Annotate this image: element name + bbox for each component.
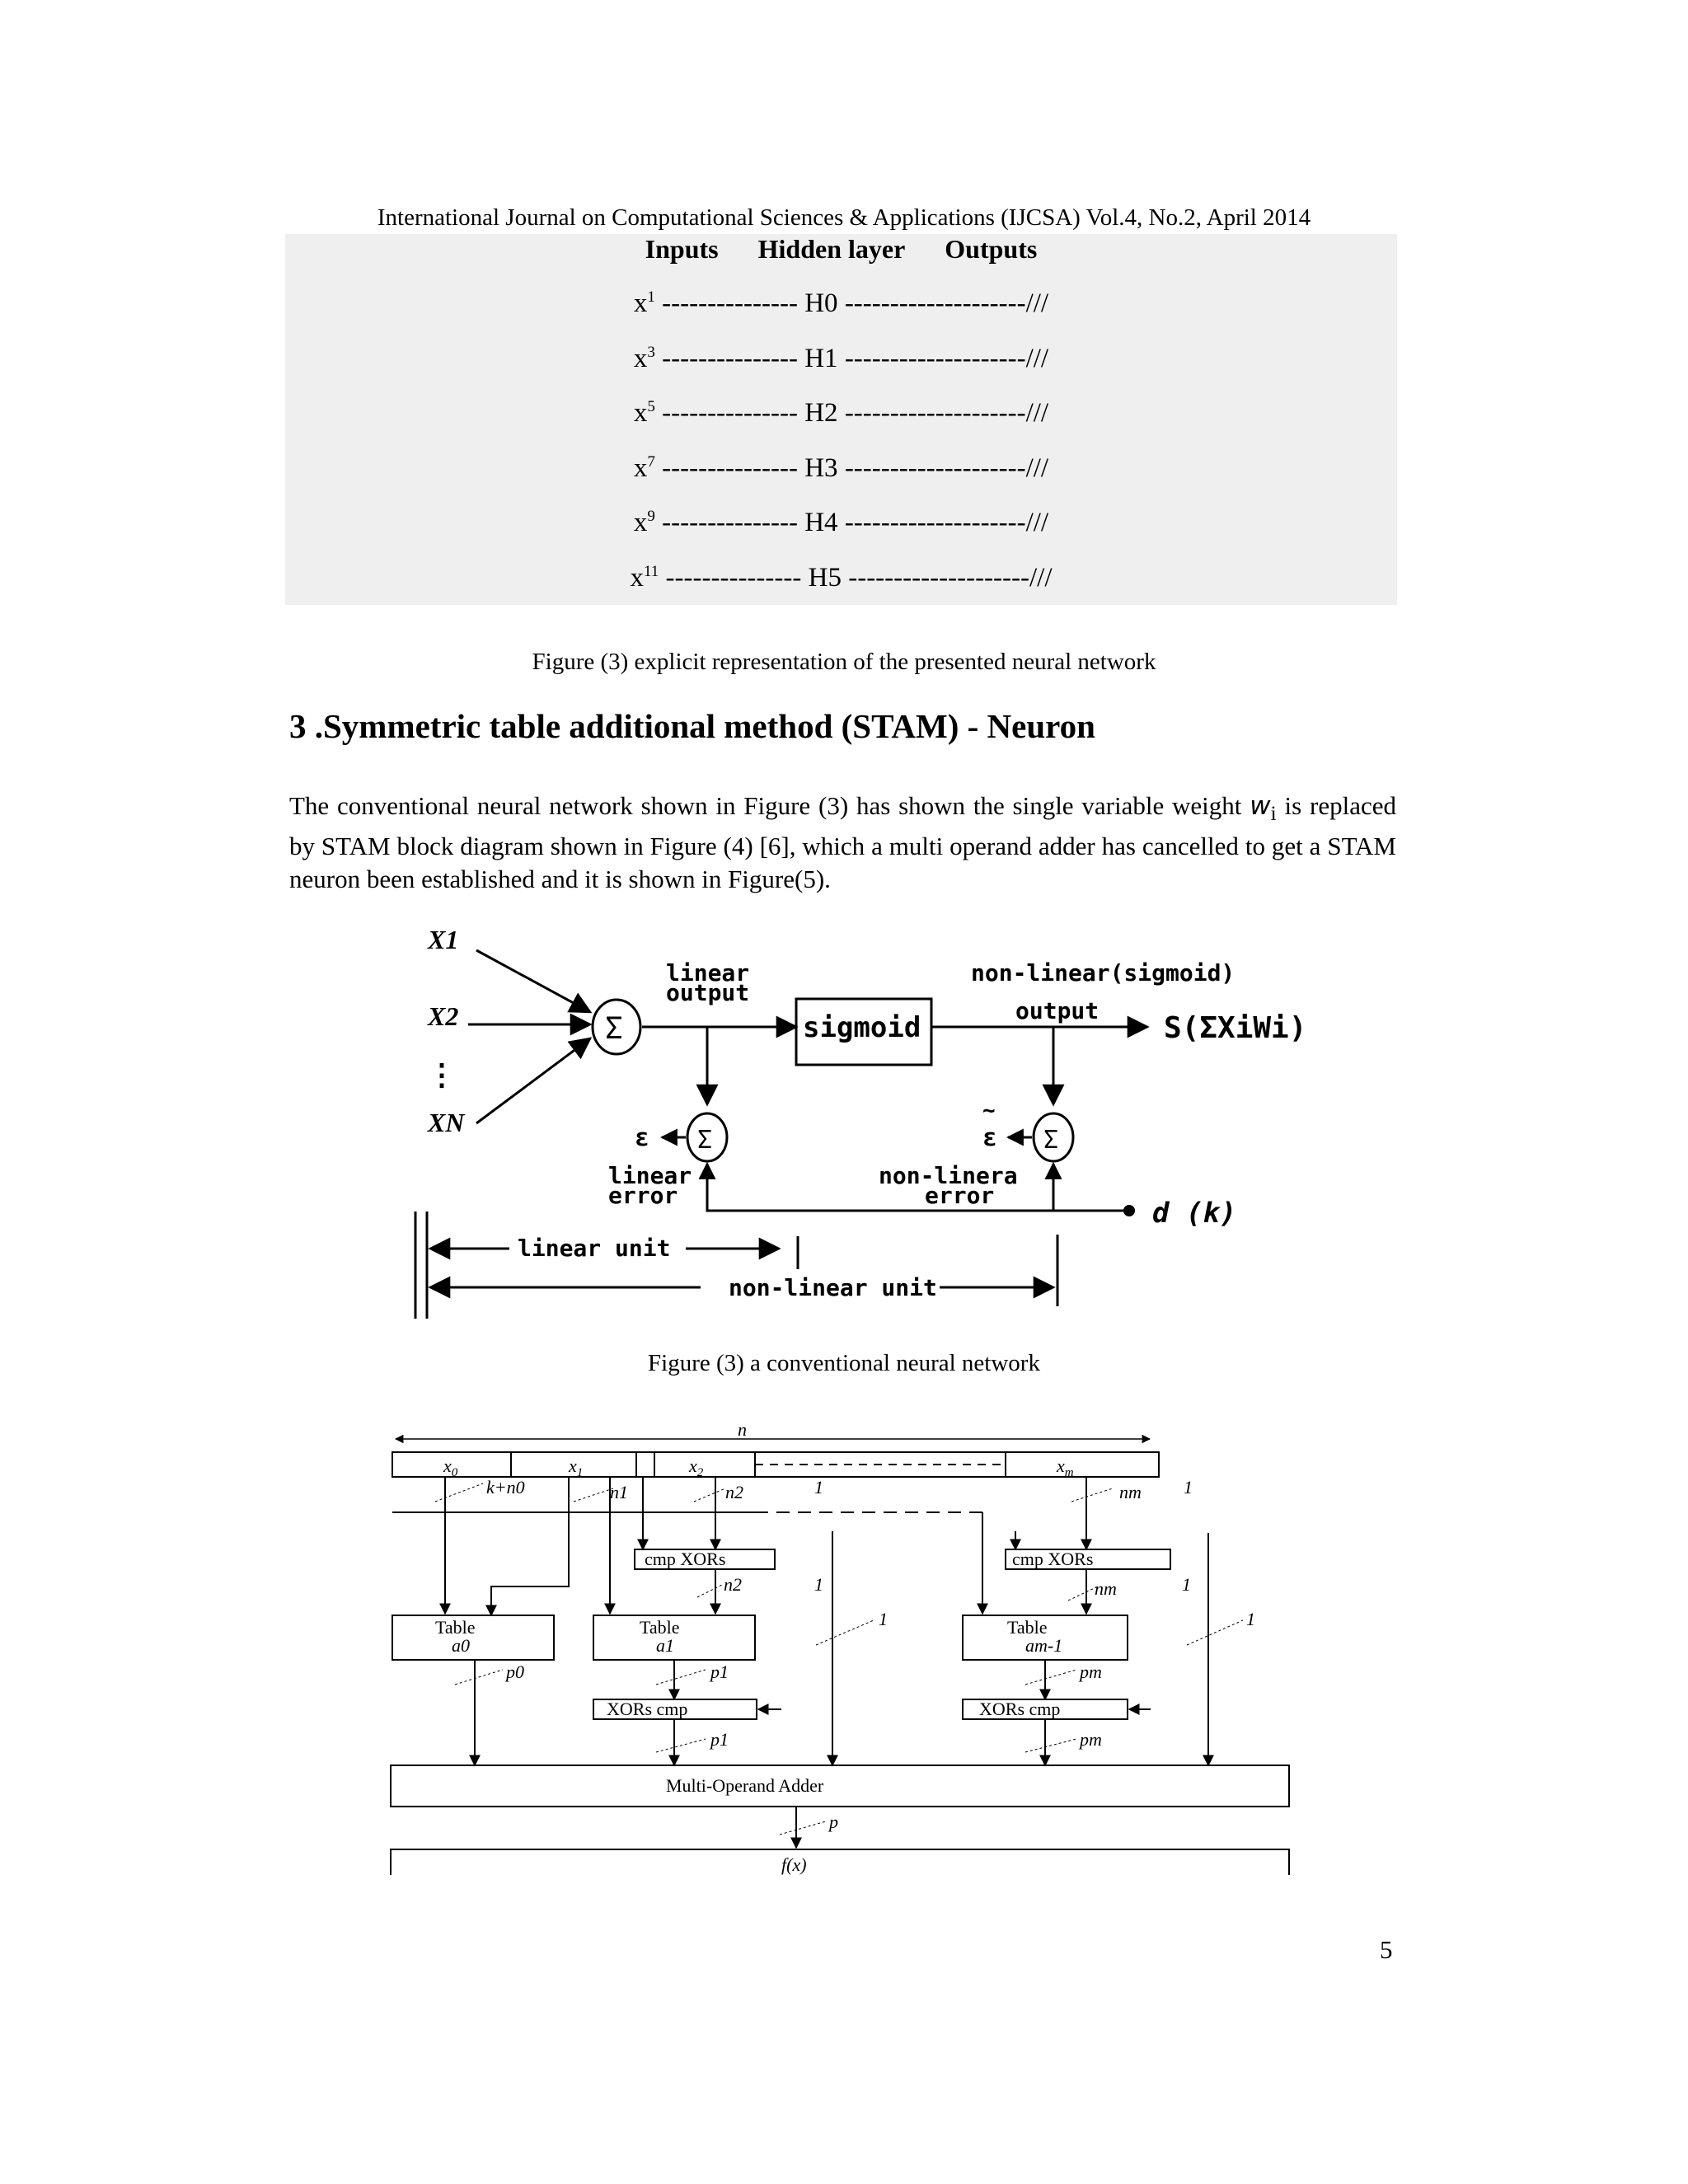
table-a0-label: Table <box>435 1617 476 1638</box>
section-title: 3 .Symmetric table additional method (ST… <box>289 707 1095 745</box>
xors-cmp-label-1: XORs cmp <box>607 1699 687 1719</box>
width-n1: n1 <box>610 1482 628 1502</box>
input-dots: ⋮ <box>427 1058 457 1092</box>
sum-symbol-linear-error: Σ <box>697 1126 712 1155</box>
nn-col-outputs: Outputs <box>945 234 1038 264</box>
xm-label: xm <box>1056 1455 1074 1479</box>
result-fx-label: f(x) <box>781 1854 807 1875</box>
nn-col-hidden: Hidden layer <box>757 234 906 264</box>
table-a1-sub: a1 <box>656 1635 674 1656</box>
cmp-xors-label-1: cmp XORs <box>645 1549 725 1569</box>
weight-symbol: w <box>1250 791 1271 821</box>
cmp-width-nm: nm <box>1095 1578 1117 1599</box>
input-xn: XN <box>427 1108 466 1137</box>
nn-row: x5 --------------- H2 ------------------… <box>633 398 1049 428</box>
nonlinear-error-label-1: non-linera <box>879 1162 1018 1189</box>
cmp-xors-label-2: cmp XORs <box>1012 1549 1093 1569</box>
width-pm: pm <box>1078 1661 1102 1682</box>
nn-representation-box: Inputs Hidden layer Outputs x1 -----------… <box>285 234 1397 605</box>
width-n2: n2 <box>725 1482 743 1502</box>
multi-operand-adder-label: Multi-Operand Adder <box>666 1775 824 1796</box>
table-a0-sub: a0 <box>452 1635 470 1656</box>
xors-width-p1: p1 <box>709 1729 729 1750</box>
x2-label: x2 <box>688 1455 704 1479</box>
journal-header: International Journal on Computational S… <box>377 204 1311 231</box>
epsilon-nonlinear: ε <box>982 1123 997 1152</box>
side-width-1-a: 1 <box>879 1609 888 1629</box>
cmp-width-n2: n2 <box>724 1574 742 1595</box>
linear-output-label-2: output <box>666 979 749 1006</box>
epsilon-linear: ε <box>635 1123 649 1152</box>
linear-error-label-1: linear <box>608 1162 692 1189</box>
sigmoid-block-label: sigmoid <box>803 1011 921 1044</box>
width-p1: p1 <box>709 1661 729 1682</box>
nn-row: x9 --------------- H4 ------------------… <box>633 508 1049 537</box>
linear-output-label-1: linear <box>666 959 749 987</box>
figure-caption-1: Figure (3) explicit representation of th… <box>532 649 1156 675</box>
input-x1: X1 <box>427 925 458 954</box>
cmp-width-1-b: 1 <box>1182 1574 1191 1595</box>
desired-output-label: d (k) <box>1152 1197 1236 1230</box>
width-k-n0: k+n0 <box>486 1477 525 1497</box>
nonlinear-unit-label: non-linear unit <box>729 1274 937 1301</box>
nn-row: x3 --------------- H1 ------------------… <box>633 344 1049 373</box>
n-label: n <box>738 1419 747 1440</box>
nn-row: x7 --------------- H3 ------------------… <box>633 453 1049 483</box>
x0-label: x0 <box>443 1455 458 1479</box>
xors-width-pm: pm <box>1078 1729 1102 1750</box>
figure-caption-2: Figure (3) a conventional neural network <box>648 1350 1040 1376</box>
width-p0: p0 <box>504 1661 524 1682</box>
xors-cmp-label-2: XORs cmp <box>979 1699 1060 1719</box>
nn-row: x1 --------------- H0 ------------------… <box>633 288 1049 318</box>
width-1-a: 1 <box>814 1477 823 1497</box>
side-width-1-b: 1 <box>1246 1609 1255 1629</box>
body-paragraph: The conventional neural network shown in… <box>289 791 1396 894</box>
epsilon-tilde: ~ <box>982 1099 996 1123</box>
width-nm: nm <box>1119 1482 1142 1502</box>
linear-unit-label: linear unit <box>518 1235 670 1262</box>
nn-row: x11 --------------- H5 -----------------… <box>630 563 1053 593</box>
nn-header: Inputs Hidden layer Outputs <box>285 234 1397 265</box>
linear-error-label-2: error <box>608 1182 678 1209</box>
nonlinear-output-label-2: output <box>1015 997 1099 1024</box>
x1-label: x1 <box>568 1455 583 1479</box>
adder-width-p: p <box>828 1811 838 1832</box>
cmp-width-1-a: 1 <box>814 1574 823 1595</box>
nonlinear-output-label-1: non-linear(sigmoid) <box>971 959 1235 987</box>
table-am-label: Table <box>1007 1617 1048 1638</box>
table-a1-label: Table <box>640 1617 680 1638</box>
output-function-label: S(ΣXiWi) <box>1164 1011 1306 1045</box>
table-am-sub: am-1 <box>1025 1635 1062 1656</box>
page-number: 5 <box>1380 1935 1393 1964</box>
width-1-b: 1 <box>1184 1477 1193 1497</box>
nn-col-inputs: Inputs <box>645 234 719 264</box>
nonlinear-error-label-2: error <box>925 1182 994 1209</box>
input-x2: X2 <box>427 1001 458 1031</box>
sum-symbol-nonlinear-error: Σ <box>1043 1126 1058 1155</box>
sum-symbol-input: Σ <box>605 1012 623 1046</box>
